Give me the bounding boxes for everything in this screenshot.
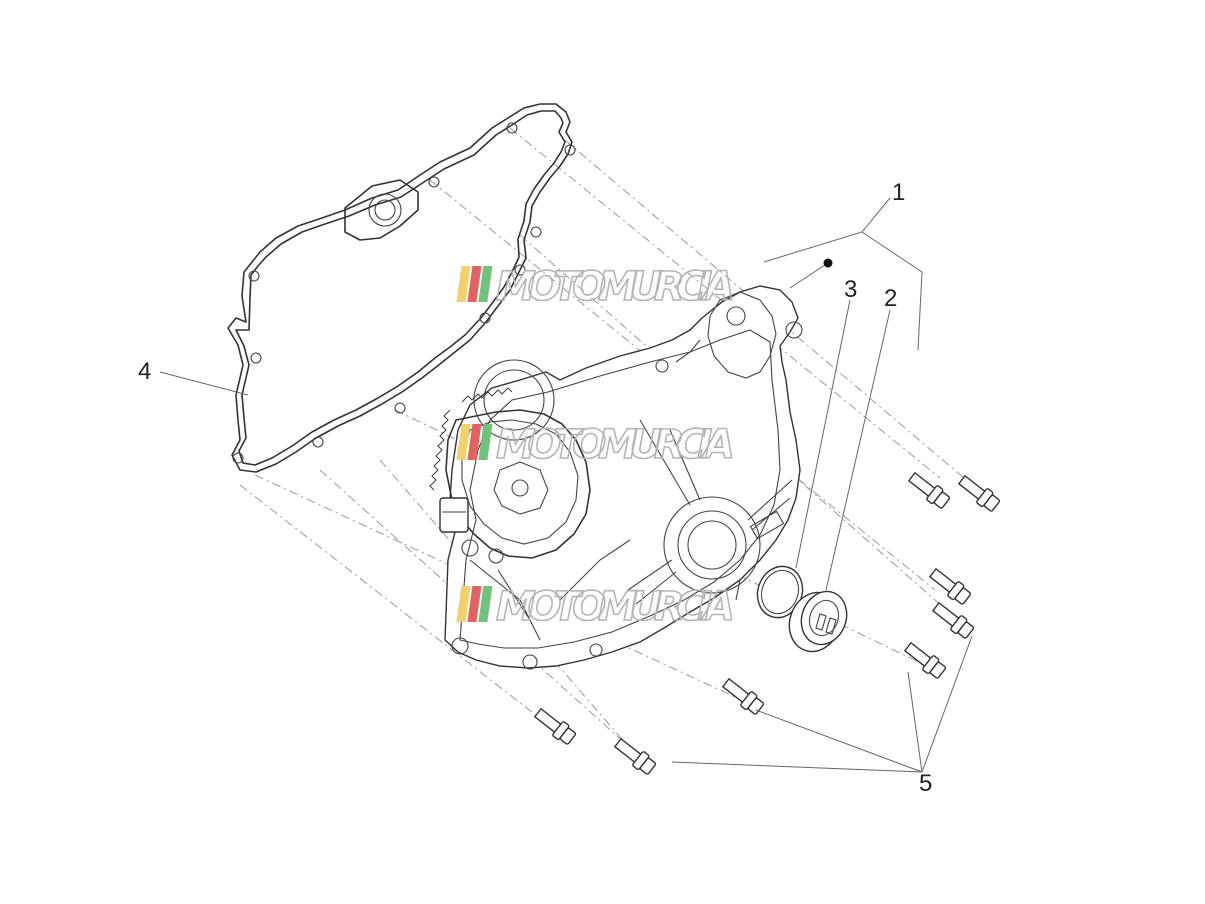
bolt [613, 737, 657, 775]
watermark-text: MOTOMURCIA [496, 264, 736, 310]
bolt [931, 601, 975, 639]
callout-3: 3 [844, 276, 857, 303]
watermark-text: MOTOMURCIA [496, 584, 736, 630]
o-ring [756, 565, 804, 619]
callout-5: 5 [919, 770, 932, 797]
leader-lines [159, 197, 973, 773]
bolt [533, 707, 577, 745]
gasket [227, 103, 576, 473]
bolt [957, 474, 1001, 512]
bolt [903, 641, 947, 679]
watermark-stripe [478, 586, 493, 622]
bolt [928, 567, 972, 605]
watermark-stripe [467, 586, 482, 622]
callout-2: 2 [884, 285, 897, 312]
watermark: MOTOMURCIA [456, 263, 736, 311]
watermark-stripe [456, 424, 471, 460]
leader-dot [823, 258, 833, 268]
oil-seal [788, 590, 848, 653]
watermark-stripe [478, 266, 493, 302]
watermark-stripe [467, 424, 482, 460]
callout-4: 4 [138, 358, 151, 385]
watermark: MOTOMURCIA [456, 583, 736, 631]
watermark-stripe [456, 266, 471, 302]
watermark-stripe [478, 424, 493, 460]
watermark: MOTOMURCIA [456, 421, 736, 469]
callout-labels: 1 2 3 4 5 [138, 179, 932, 797]
bolt [721, 677, 765, 715]
watermark-stripe [467, 266, 482, 302]
bolts [533, 471, 1001, 775]
watermark-stripe [456, 586, 471, 622]
bolt [907, 471, 951, 509]
callout-1: 1 [892, 179, 905, 206]
watermark-text: MOTOMURCIA [496, 422, 736, 468]
cover-assembly [429, 285, 803, 670]
